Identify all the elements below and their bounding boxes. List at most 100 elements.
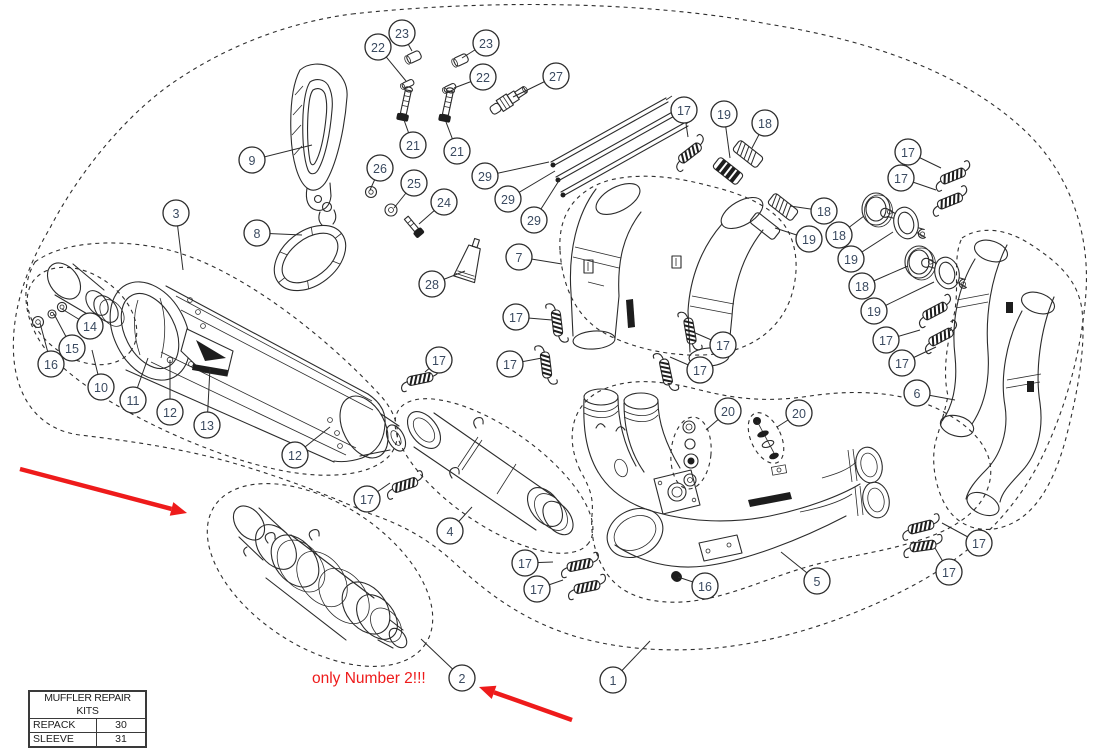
svg-text:17: 17 (509, 311, 523, 325)
spring-art (932, 185, 968, 217)
kit-number: 30 (96, 718, 147, 733)
spring-art (676, 133, 704, 173)
callout-17: 17 (888, 346, 937, 377)
spring-art (400, 365, 440, 393)
svg-text:19: 19 (802, 233, 816, 247)
svg-text:2: 2 (459, 672, 466, 686)
hardware-stack-b-art (753, 417, 779, 460)
paste-tube-art (453, 237, 481, 284)
svg-text:21: 21 (406, 139, 420, 153)
svg-text:17: 17 (972, 537, 986, 551)
callout-17: 17 (502, 303, 553, 331)
svg-text:17: 17 (432, 354, 446, 368)
callout-15: 15 (53, 313, 86, 362)
bushing-art-b (451, 53, 469, 68)
spring-art (924, 319, 958, 355)
svg-text:17: 17 (693, 364, 707, 378)
svg-text:17: 17 (894, 172, 908, 186)
callout-1: 1 (599, 640, 651, 694)
svg-text:10: 10 (94, 381, 108, 395)
outline-group-3 (25, 242, 398, 476)
callout-14: 14 (61, 308, 104, 340)
svg-text:19: 19 (844, 253, 858, 267)
svg-text:18: 18 (758, 117, 772, 131)
svg-text:17: 17 (360, 493, 374, 507)
callout-21: 21 (399, 119, 427, 159)
svg-text:17: 17 (942, 566, 956, 580)
sleeve-art (767, 193, 799, 221)
callout-29: 29 (471, 161, 550, 190)
svg-text:28: 28 (425, 278, 439, 292)
callout-18: 18 (789, 197, 838, 225)
svg-text:17: 17 (716, 339, 730, 353)
svg-text:20: 20 (721, 405, 735, 419)
flange-clamp-art (880, 206, 926, 240)
sleeve-art (712, 157, 744, 185)
callout-17: 17 (511, 549, 554, 577)
hardware-stack-a-art (682, 420, 699, 487)
sleeve-art (749, 212, 781, 240)
svg-text:19: 19 (867, 305, 881, 319)
springs-and-clamps (387, 133, 971, 601)
svg-text:29: 29 (501, 193, 515, 207)
callout-18: 18 (848, 265, 909, 300)
svg-text:25: 25 (407, 177, 421, 191)
callout-12: 12 (156, 360, 184, 426)
callout-3: 3 (162, 199, 190, 271)
svg-text:27: 27 (549, 70, 563, 84)
svg-text:6: 6 (914, 387, 921, 401)
red-annotation: only Number 2!!! (312, 670, 426, 687)
svg-text:20: 20 (792, 407, 806, 421)
spring-art (902, 513, 940, 541)
akrapovic-logo (180, 328, 234, 377)
spring-art (652, 352, 680, 392)
callout-17: 17 (934, 547, 963, 586)
svg-text:17: 17 (879, 334, 893, 348)
spring-art (935, 160, 971, 192)
collector-art (583, 388, 890, 581)
callout-17: 17 (894, 138, 942, 169)
callout-17: 17 (353, 482, 391, 513)
spring-art (534, 345, 558, 385)
spring-art (903, 533, 943, 559)
svg-text:12: 12 (163, 406, 177, 420)
callout-17: 17 (523, 575, 564, 603)
svg-text:3: 3 (173, 207, 180, 221)
callout-19: 19 (837, 231, 894, 273)
svg-text:23: 23 (479, 37, 493, 51)
svg-text:1: 1 (610, 674, 617, 688)
callout-16: 16 (677, 572, 719, 600)
spacer-art-a (399, 79, 415, 90)
svg-text:18: 18 (832, 229, 846, 243)
kit-number: 31 (96, 732, 147, 748)
outline-hardware-a (670, 416, 712, 490)
svg-text:7: 7 (516, 251, 523, 265)
svg-text:24: 24 (437, 196, 451, 210)
bolt-art-c (403, 215, 425, 238)
callout-22: 22 (453, 63, 497, 91)
right-link-pipes-art (939, 239, 1056, 517)
callout-19: 19 (860, 281, 935, 325)
clamp-ring-art (861, 192, 893, 228)
kit-name: REPACK (28, 718, 97, 733)
parts-art (31, 50, 1056, 649)
callout-7: 7 (505, 243, 563, 271)
svg-text:26: 26 (373, 162, 387, 176)
red-arrow-2 (479, 685, 573, 723)
callout-27: 27 (512, 62, 570, 98)
table-row: SLEEVE 31 (28, 732, 147, 748)
svg-text:12: 12 (288, 449, 302, 463)
brand-label-art (748, 492, 792, 507)
svg-text:4: 4 (447, 525, 454, 539)
callout-17: 17 (872, 326, 921, 354)
cables-art (550, 95, 693, 198)
spring-art (677, 311, 703, 351)
callout-11: 11 (119, 357, 149, 414)
muffler-art (109, 281, 407, 463)
callout-29: 29 (494, 170, 556, 213)
callout-17: 17 (692, 331, 737, 359)
callout-23: 23 (461, 29, 500, 59)
